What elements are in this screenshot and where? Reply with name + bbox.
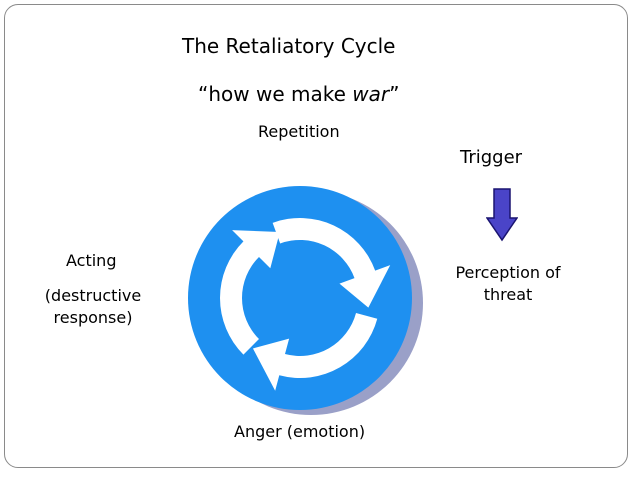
cycle-arrows bbox=[220, 218, 391, 391]
cycle-arrow-left bbox=[220, 230, 280, 355]
label-repetition: Repetition bbox=[258, 122, 340, 141]
label-trigger: Trigger bbox=[460, 147, 523, 168]
label-perception: Perception of threat bbox=[455, 263, 561, 304]
arrow-down-icon bbox=[486, 188, 518, 242]
subtitle-lead: “how we make bbox=[198, 82, 353, 106]
diagram-subtitle: “how we make war” bbox=[198, 84, 400, 104]
trigger-arrow-shape bbox=[486, 188, 518, 242]
label-acting: Acting bbox=[66, 251, 117, 270]
label-anger: Anger (emotion) bbox=[234, 422, 366, 441]
label-acting-detail: (destructive response) bbox=[44, 286, 142, 327]
subtitle-trail: ” bbox=[389, 82, 400, 106]
subtitle-emphasis: war bbox=[352, 82, 390, 106]
cycle-arrow-top bbox=[272, 218, 391, 308]
diagram-title: The Retaliatory Cycle bbox=[182, 34, 396, 58]
cycle-arrow-bottom bbox=[252, 313, 378, 391]
circular-arrows-icon bbox=[188, 186, 423, 415]
